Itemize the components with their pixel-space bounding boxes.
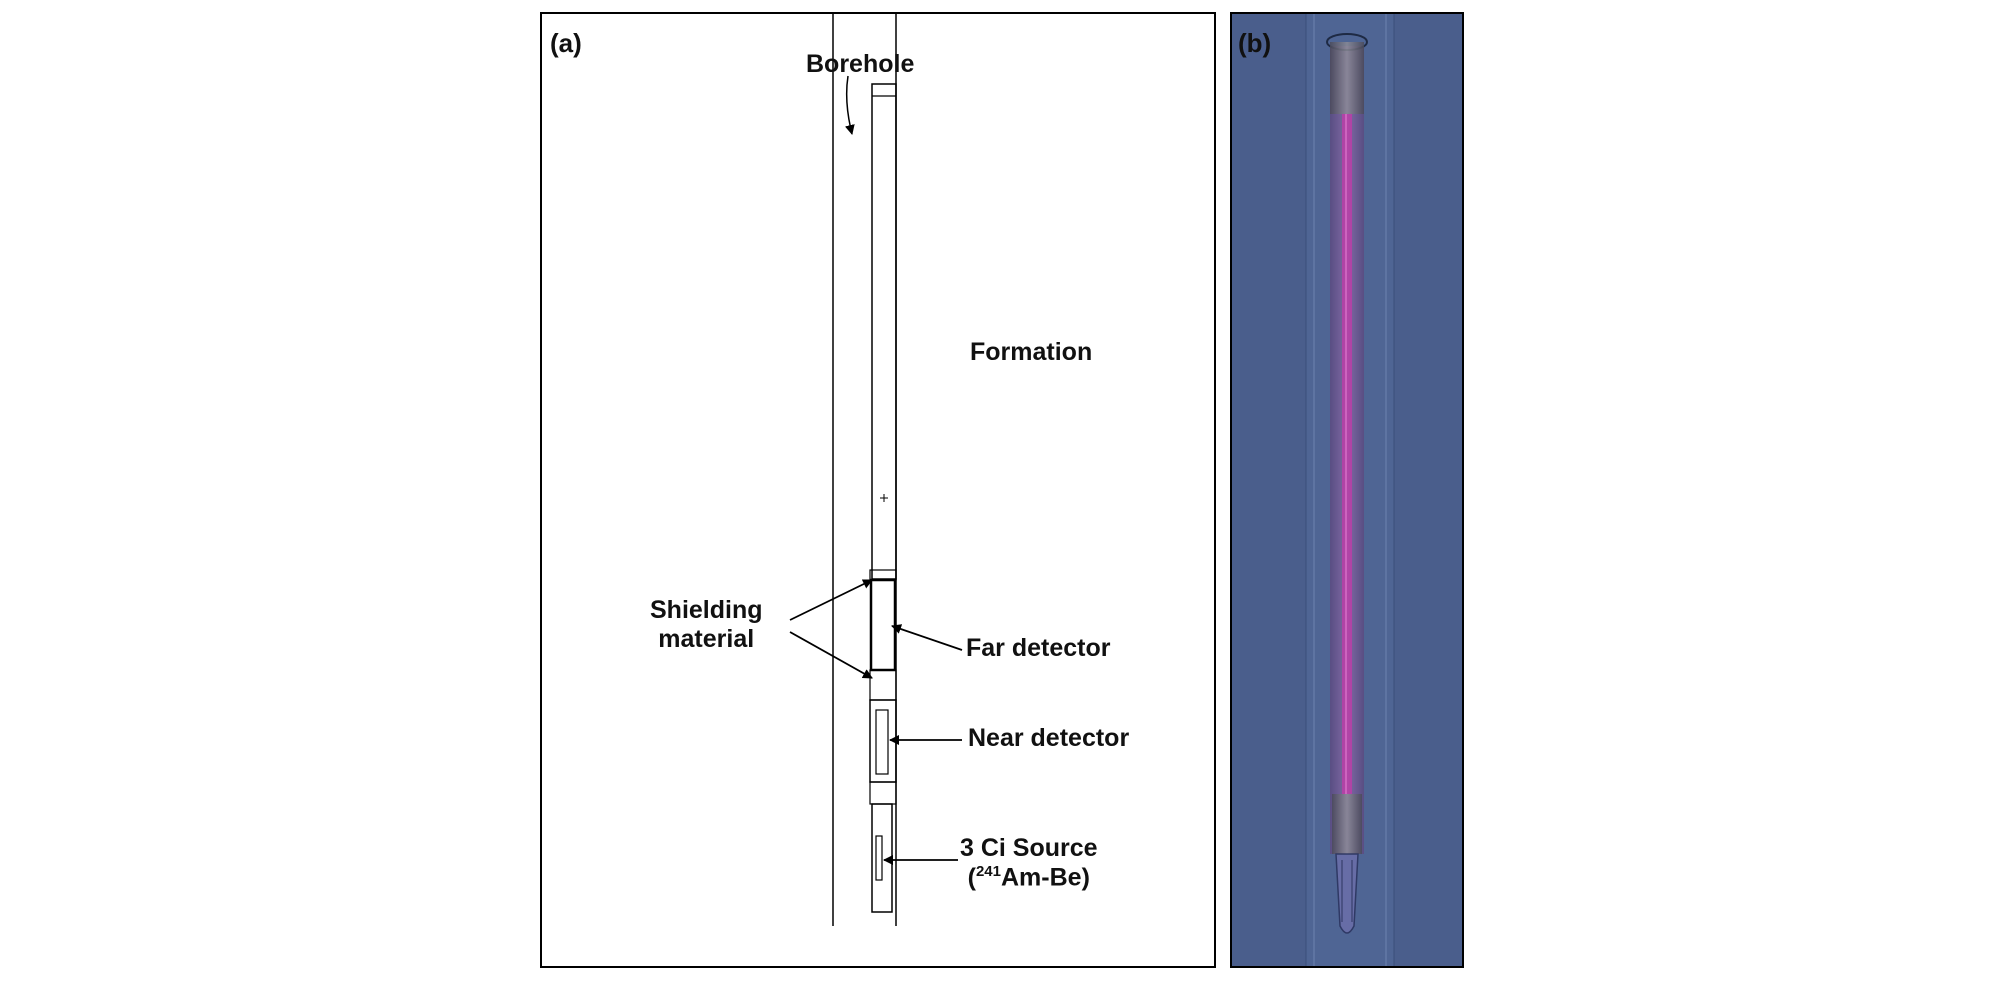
render-tool-core (1342, 114, 1352, 794)
far-detector-shape (869, 578, 897, 672)
render-bottom-cap (1332, 794, 1362, 854)
shielding-arrow-top (789, 579, 873, 621)
render-top-cap (1330, 42, 1364, 114)
panel-a-tag: (a) (550, 28, 582, 58)
near-detector-shape (875, 709, 889, 775)
source-paren-open: ( (967, 863, 976, 892)
source-isotope-mass: 241 (975, 862, 1001, 880)
panel-a-schematic: (a) Borehole Formation Shielding materia… (540, 12, 1216, 968)
panel-b-tag: (b) (1238, 28, 1272, 58)
render-source-tip (1335, 853, 1359, 934)
source-capsule (875, 835, 883, 881)
tool-housing (871, 83, 897, 580)
schematic-drawing (789, 14, 963, 926)
panel-b-3d-render: (b) (1230, 12, 1464, 968)
spacer-block (869, 781, 897, 805)
near-detector-label: Near detector (968, 724, 1130, 752)
shielding-label-line2: material (658, 624, 755, 653)
shielding-label-line1: Shielding (650, 596, 763, 624)
source-isotope-rest: Am-Be) (1001, 863, 1090, 892)
near-detector-housing (869, 699, 897, 783)
far-detector-arrow (891, 624, 963, 651)
formation-label: Formation (970, 338, 1093, 366)
source-label: 3 Ci Source (241Am-Be) (960, 834, 1098, 892)
source-label-line2: (241Am-Be) (960, 863, 1098, 892)
render-drawing (1305, 14, 1395, 966)
source-label-line1: 3 Ci Source (960, 834, 1098, 862)
far-detector-label: Far detector (966, 634, 1111, 662)
shielding-material-label: Shielding material (650, 596, 763, 654)
shielding-arrow-bottom (789, 631, 873, 679)
borehole-arrow (844, 75, 855, 135)
borehole-label: Borehole (806, 50, 915, 78)
shield-bottom-band (869, 669, 897, 701)
